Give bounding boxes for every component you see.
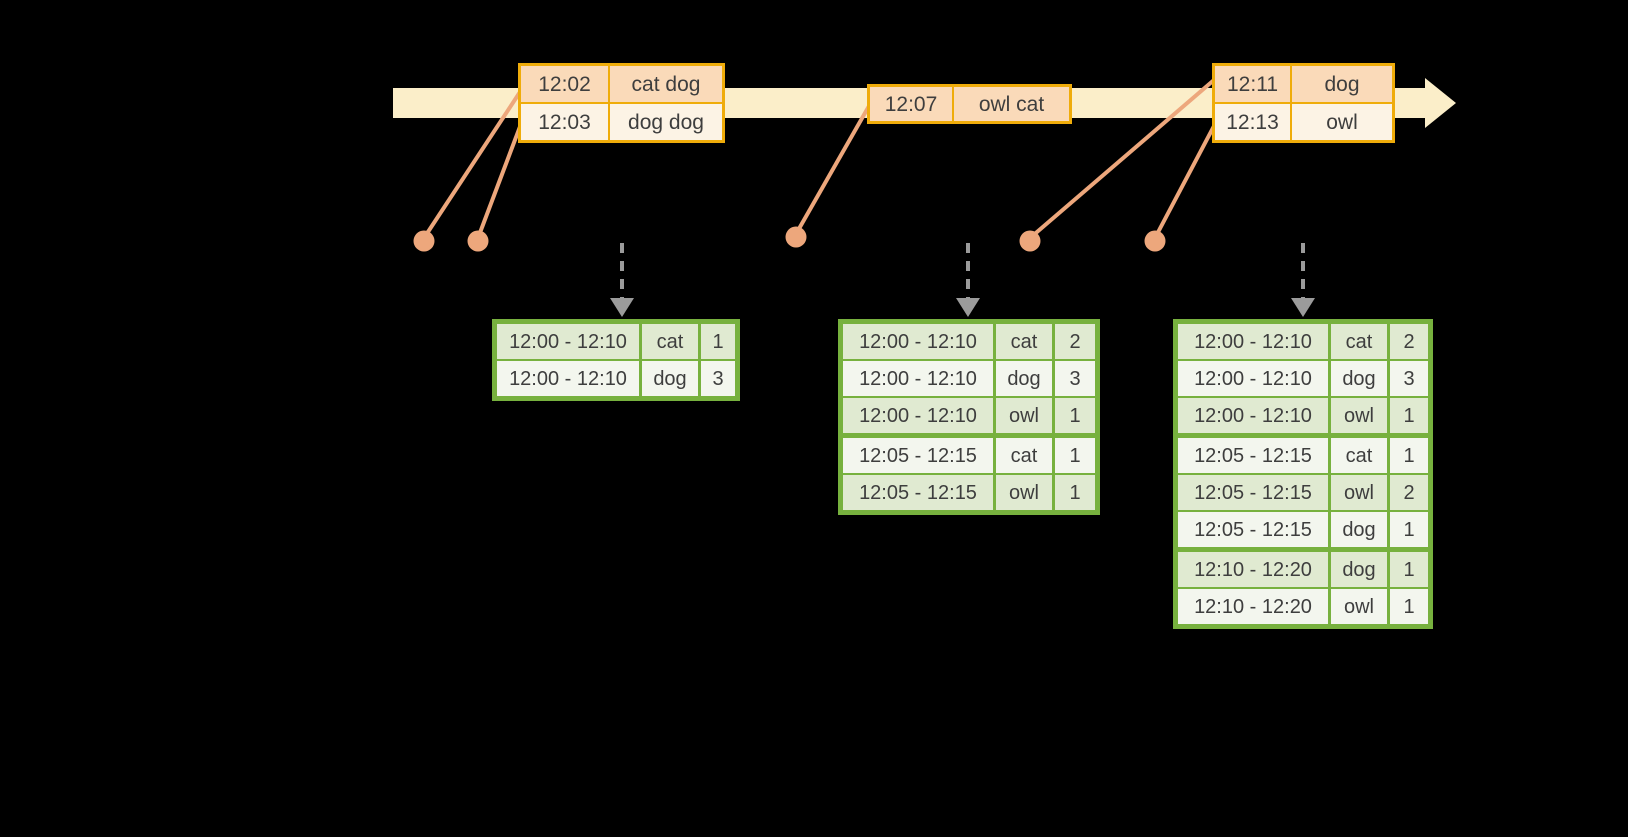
result-count-cell: 1 (1390, 398, 1428, 433)
result-window-cell: 12:00 - 12:10 (843, 324, 993, 359)
result-count-cell: 1 (1390, 589, 1428, 624)
event-time-cell: 12:02 (521, 66, 608, 102)
result-count-cell: 3 (1055, 361, 1095, 396)
result-count-cell: 1 (1055, 398, 1095, 433)
timeline-arrowhead-icon (1425, 78, 1456, 128)
result-window-cell: 12:05 - 12:15 (843, 438, 993, 473)
result-count-cell: 3 (701, 361, 735, 396)
result-window-cell: 12:00 - 12:10 (843, 361, 993, 396)
result-count-cell: 3 (1390, 361, 1428, 396)
result-window-cell: 12:00 - 12:10 (497, 361, 639, 396)
result-window-cell: 12:05 - 12:15 (1178, 512, 1328, 547)
result-count-cell: 2 (1390, 324, 1428, 359)
result-word-cell: cat (1331, 438, 1387, 473)
event-dot-4 (1019, 230, 1041, 252)
event-dot-2 (467, 230, 489, 252)
result-word-cell: dog (1331, 361, 1387, 396)
result-word-cell: cat (1331, 324, 1387, 359)
result-word-cell: owl (1331, 398, 1387, 433)
result-count-cell: 1 (1390, 552, 1428, 587)
result-word-cell: owl (996, 475, 1052, 510)
result-word-cell: cat (996, 324, 1052, 359)
event-dot-5 (1144, 230, 1166, 252)
event-time-cell: 12:03 (521, 104, 608, 140)
result-word-cell: owl (996, 398, 1052, 433)
connector-line-1 (422, 90, 522, 240)
result-count-cell: 1 (1055, 438, 1095, 473)
result-word-cell: owl (1331, 475, 1387, 510)
result-window-cell: 12:10 - 12:20 (1178, 552, 1328, 587)
result-window-cell: 12:00 - 12:10 (1178, 324, 1328, 359)
event-dot-3 (785, 226, 807, 248)
event-time-cell: 12:13 (1215, 104, 1290, 140)
result-word-cell: dog (1331, 552, 1387, 587)
connector-line-2 (476, 123, 523, 239)
result-window-cell: 12:05 - 12:15 (843, 475, 993, 510)
event-words-cell: cat dog (610, 66, 722, 102)
result-window-cell: 12:00 - 12:10 (497, 324, 639, 359)
event-time-cell: 12:07 (870, 87, 952, 121)
result-count-cell: 1 (1055, 475, 1095, 510)
trigger-arrowhead-icon-3 (1291, 298, 1315, 317)
result-word-cell: cat (642, 324, 698, 359)
result-word-cell: dog (1331, 512, 1387, 547)
event-words-cell: dog (1292, 66, 1392, 102)
result-count-cell: 2 (1390, 475, 1428, 510)
connector-line-5 (1153, 125, 1216, 239)
result-count-cell: 1 (1390, 512, 1428, 547)
result-window-cell: 12:00 - 12:10 (1178, 361, 1328, 396)
event-dot-1 (413, 230, 435, 252)
result-word-cell: dog (642, 361, 698, 396)
connector-line-4 (1028, 78, 1216, 240)
connector-line-3 (794, 105, 871, 235)
result-window-cell: 12:00 - 12:10 (843, 398, 993, 433)
trigger-arrowhead-icon-1 (610, 298, 634, 317)
event-words-cell: owl cat (954, 87, 1069, 121)
result-count-cell: 2 (1055, 324, 1095, 359)
event-words-cell: owl (1292, 104, 1392, 140)
trigger-arrowhead-icon-2 (956, 298, 980, 317)
result-word-cell: owl (1331, 589, 1387, 624)
result-word-cell: dog (996, 361, 1052, 396)
event-words-cell: dog dog (610, 104, 722, 140)
result-window-cell: 12:05 - 12:15 (1178, 475, 1328, 510)
result-count-cell: 1 (1390, 438, 1428, 473)
result-window-cell: 12:00 - 12:10 (1178, 398, 1328, 433)
result-count-cell: 1 (701, 324, 735, 359)
result-window-cell: 12:10 - 12:20 (1178, 589, 1328, 624)
event-time-cell: 12:11 (1215, 66, 1290, 102)
result-word-cell: cat (996, 438, 1052, 473)
result-window-cell: 12:05 - 12:15 (1178, 438, 1328, 473)
